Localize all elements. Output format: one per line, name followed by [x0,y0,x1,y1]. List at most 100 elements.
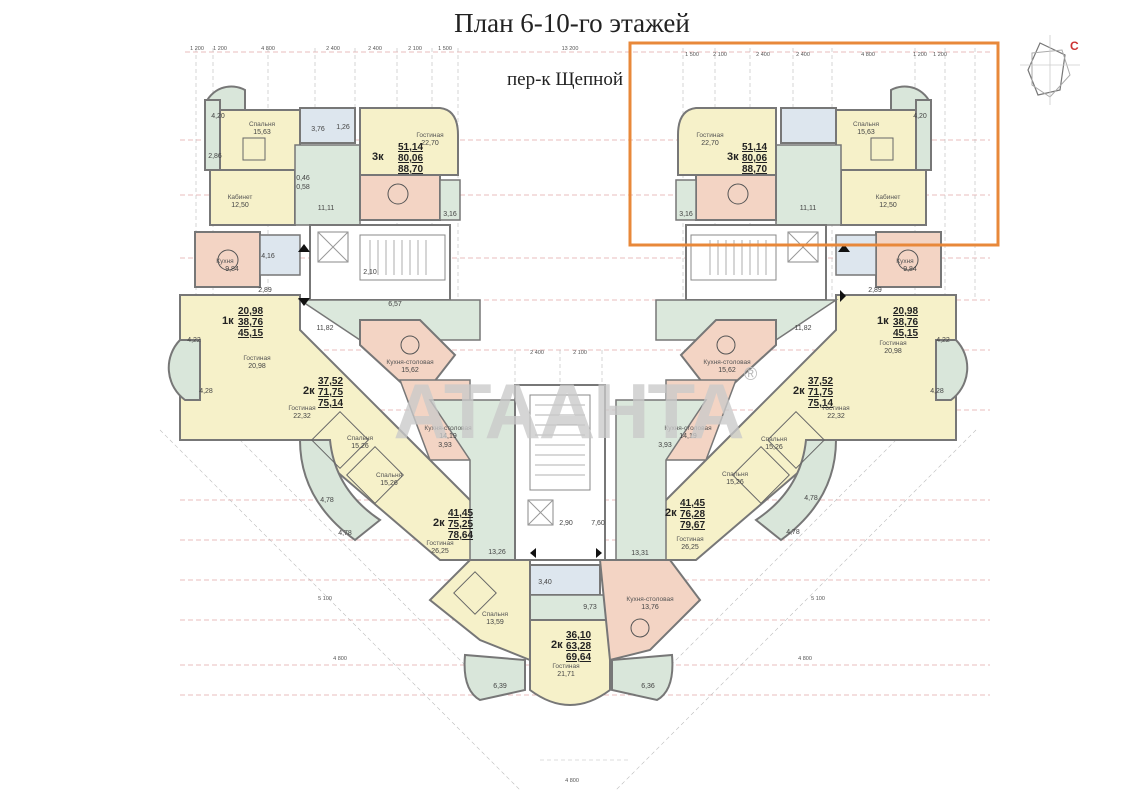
apartment-left-3k[interactable]: 51,14 3к 80,06 88,70 [372,142,423,175]
svg-text:13,76: 13,76 [641,604,659,611]
right-diagonal-wing [615,294,969,561]
svg-text:9,73: 9,73 [583,604,597,611]
apartment-bottom-2k[interactable]: 36,10 2к 63,28 69,64 [551,630,591,663]
svg-text:2,90: 2,90 [559,520,573,527]
room-labels: Спальня 15,63 Гостиная 22,70 Кабинет 12,… [187,113,950,690]
svg-text:15,26: 15,26 [380,480,398,487]
svg-text:Гостиная: Гостиная [288,405,316,412]
svg-text:14,19: 14,19 [679,433,697,440]
svg-text:Гостиная: Гостиная [822,405,850,412]
svg-text:15,63: 15,63 [857,129,875,136]
entrance-arrow-icon [530,548,536,558]
watermark: АТААНТА [393,367,743,455]
svg-text:41,45: 41,45 [448,508,473,519]
svg-text:88,70: 88,70 [742,164,767,175]
svg-text:4,20: 4,20 [913,113,927,120]
svg-text:13 200: 13 200 [562,46,579,52]
svg-text:4,22: 4,22 [936,337,950,344]
svg-text:45,15: 45,15 [893,328,918,339]
svg-text:12,50: 12,50 [231,202,249,209]
svg-text:0,58: 0,58 [296,184,310,191]
apartment-right-1k[interactable]: 20,98 1к 38,76 45,15 [877,306,918,339]
svg-text:51,14: 51,14 [742,142,767,153]
svg-text:22,70: 22,70 [421,140,439,147]
svg-text:Кухня-столовая: Кухня-столовая [424,425,472,432]
svg-text:71,75: 71,75 [318,387,343,398]
bottom-wing [428,559,702,706]
compass-icon: С [1020,35,1080,105]
svg-text:2,89: 2,89 [868,287,882,294]
apartment-right-2k-a[interactable]: 37,52 2к 71,75 75,14 [793,376,833,409]
svg-text:2,86: 2,86 [208,153,222,160]
svg-text:Гостиная: Гостиная [416,132,444,139]
svg-text:3,16: 3,16 [679,211,693,218]
svg-text:37,52: 37,52 [808,376,833,387]
svg-text:20,98: 20,98 [248,363,266,370]
apartment-left-1k[interactable]: 20,98 1к 38,76 45,15 [222,306,263,339]
svg-text:4 800: 4 800 [798,656,812,662]
svg-text:11,82: 11,82 [795,325,812,332]
svg-text:3к: 3к [372,151,384,163]
svg-text:15,26: 15,26 [351,443,369,450]
svg-text:12,50: 12,50 [879,202,897,209]
svg-text:4 800: 4 800 [861,52,875,58]
svg-text:Гостиная: Гостиная [552,663,580,670]
apartment-left-2k-b[interactable]: 41,45 2к 75,25 78,64 [433,508,473,541]
svg-text:4,28: 4,28 [199,388,213,395]
svg-text:2 400: 2 400 [368,46,382,52]
svg-text:21,71: 21,71 [557,671,575,678]
svg-text:Кабинет: Кабинет [876,193,901,201]
apartment-left-2k-a[interactable]: 37,52 2к 71,75 75,14 [303,376,343,409]
svg-text:38,76: 38,76 [893,317,918,328]
svg-text:9,84: 9,84 [225,266,239,273]
svg-text:Спальня: Спальня [249,121,276,128]
svg-text:63,28: 63,28 [566,641,591,652]
svg-text:4 800: 4 800 [333,656,347,662]
svg-text:11,82: 11,82 [317,325,334,332]
svg-text:69,64: 69,64 [566,652,591,663]
entrance-arrow-icon [596,548,602,558]
svg-text:Кухня-столовая: Кухня-столовая [626,596,674,603]
svg-text:15,62: 15,62 [718,367,736,374]
dimension-labels: 1 200 1 200 4 800 2 400 2 400 2 100 1 50… [190,46,947,784]
svg-text:11,11: 11,11 [318,205,335,212]
svg-text:4 800: 4 800 [565,778,579,784]
svg-text:4,78: 4,78 [804,495,818,502]
svg-text:13,31: 13,31 [631,550,649,557]
svg-text:2,10: 2,10 [363,269,377,276]
svg-text:6,39: 6,39 [493,683,507,690]
svg-text:38,76: 38,76 [238,317,263,328]
svg-text:13,26: 13,26 [488,549,506,556]
svg-text:Кухня-столовая: Кухня-столовая [703,359,751,366]
street-label: пер-к Щепной [507,69,623,90]
svg-text:Кухня: Кухня [216,258,234,265]
right-wing-top [675,85,942,301]
svg-text:3к: 3к [727,151,739,163]
svg-text:5 100: 5 100 [318,596,332,602]
apartment-right-2k-b[interactable]: 41,45 2к 76,28 79,67 [665,498,705,531]
svg-text:36,10: 36,10 [566,630,591,641]
svg-text:2 400: 2 400 [756,52,770,58]
svg-text:2 400: 2 400 [796,52,810,58]
svg-text:Кухня: Кухня [896,258,914,265]
svg-text:1 200: 1 200 [913,52,927,58]
svg-text:20,98: 20,98 [893,306,918,317]
svg-text:6,36: 6,36 [641,683,655,690]
svg-text:71,75: 71,75 [808,387,833,398]
svg-text:45,15: 45,15 [238,328,263,339]
svg-text:4,78: 4,78 [320,497,334,504]
svg-text:7,60: 7,60 [591,520,605,527]
page-title: План 6-10-го этажей [454,8,690,38]
svg-text:22,70: 22,70 [701,140,719,147]
svg-text:3,40: 3,40 [538,579,552,586]
svg-text:9,84: 9,84 [903,266,917,273]
svg-text:75,14: 75,14 [808,398,833,409]
svg-text:13,59: 13,59 [486,619,504,626]
svg-text:2 400: 2 400 [326,46,340,52]
svg-text:5 100: 5 100 [811,596,825,602]
entrance-arrows [298,244,850,558]
svg-text:6,57: 6,57 [388,301,402,308]
apartment-right-3k[interactable]: 51,14 3к 80,06 88,70 [727,142,767,175]
svg-text:1 200: 1 200 [213,46,227,52]
